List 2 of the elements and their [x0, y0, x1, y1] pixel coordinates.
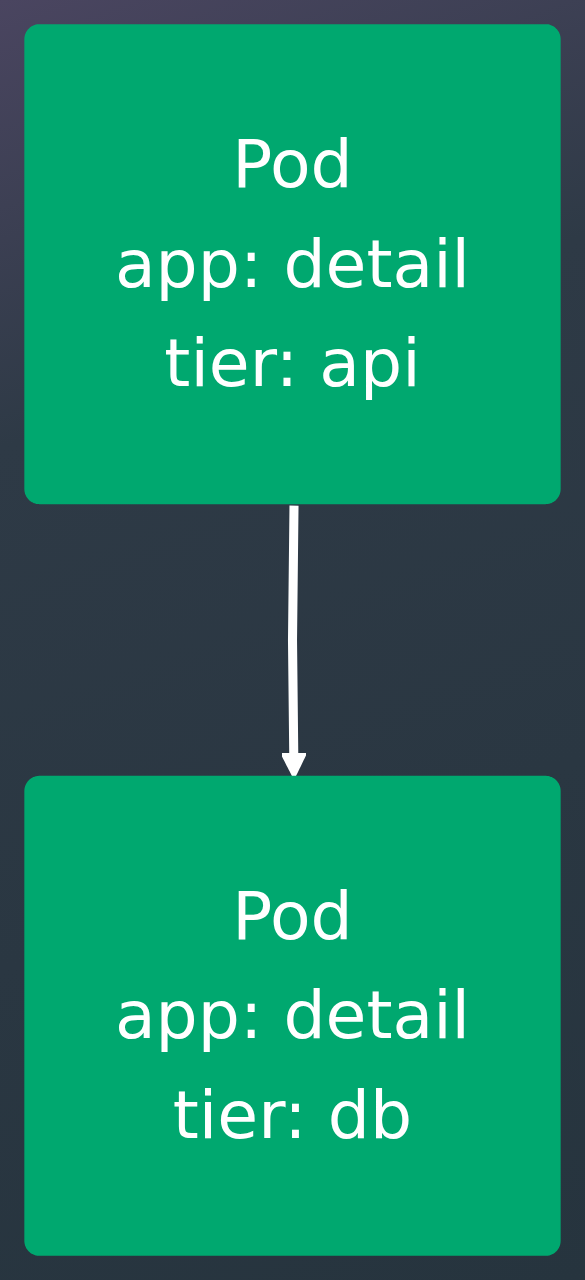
- node-box: Pod app: detail tier: db: [24, 775, 561, 1256]
- node-box: Pod app: detail tier: api: [24, 24, 561, 505]
